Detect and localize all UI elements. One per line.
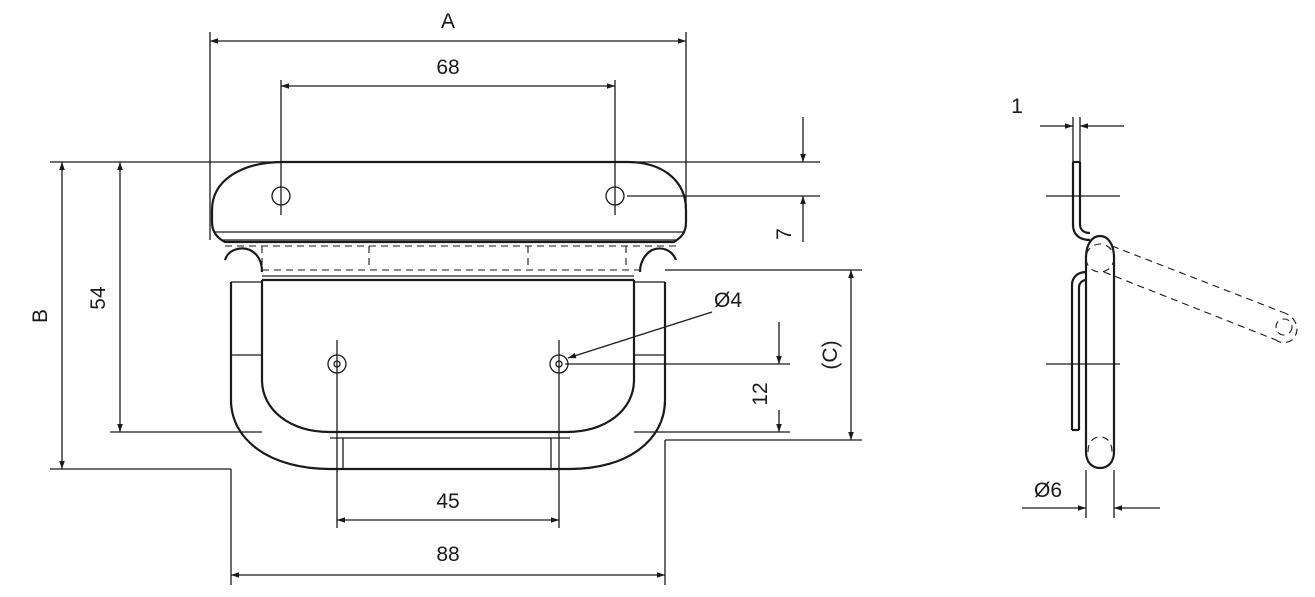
- front-view: A 68 7 B 54 (C) Ø4 12 45 88: [29, 10, 862, 585]
- dim-label-rod-diameter: Ø6: [1034, 479, 1062, 502]
- dimension-lines: [59, 38, 854, 578]
- dim-label-45: 45: [436, 490, 459, 513]
- handle-outer: [229, 282, 667, 471]
- side-rod: [1084, 234, 1116, 470]
- dim-label-a: A: [441, 10, 455, 33]
- side-center-lines: [1046, 117, 1120, 518]
- handle-inner: [260, 280, 636, 434]
- center-lines: [280, 80, 790, 528]
- side-plate: [1071, 162, 1091, 242]
- dim-label-68: 68: [436, 56, 459, 79]
- side-rod-pivot: [1085, 243, 1115, 273]
- extension-lines: [50, 32, 862, 585]
- hidden-hinge-lines: [225, 245, 676, 271]
- swung-handle-phantom: [1103, 245, 1298, 344]
- leader-hole-diameter: [567, 311, 713, 359]
- dim-label-54: 54: [87, 286, 110, 310]
- side-view: 1 Ø6: [1011, 95, 1298, 518]
- side-handle-strip: [1070, 270, 1087, 430]
- dim-label-thickness: 1: [1011, 95, 1023, 118]
- dim-label-hole-diameter: Ø4: [714, 289, 742, 312]
- hinge-loop-right: [638, 247, 678, 273]
- mounting-plate: [210, 160, 688, 244]
- dim-label-12: 12: [749, 382, 772, 405]
- side-rod-bottom-hidden: [1087, 436, 1113, 453]
- dim-label-c: (C): [819, 340, 842, 369]
- hinge-loop-left: [223, 247, 264, 273]
- side-plate-inner: [1078, 162, 1091, 235]
- dim-label-7: 7: [773, 228, 796, 240]
- dim-label-88: 88: [436, 543, 459, 566]
- dim-label-b: B: [29, 309, 52, 323]
